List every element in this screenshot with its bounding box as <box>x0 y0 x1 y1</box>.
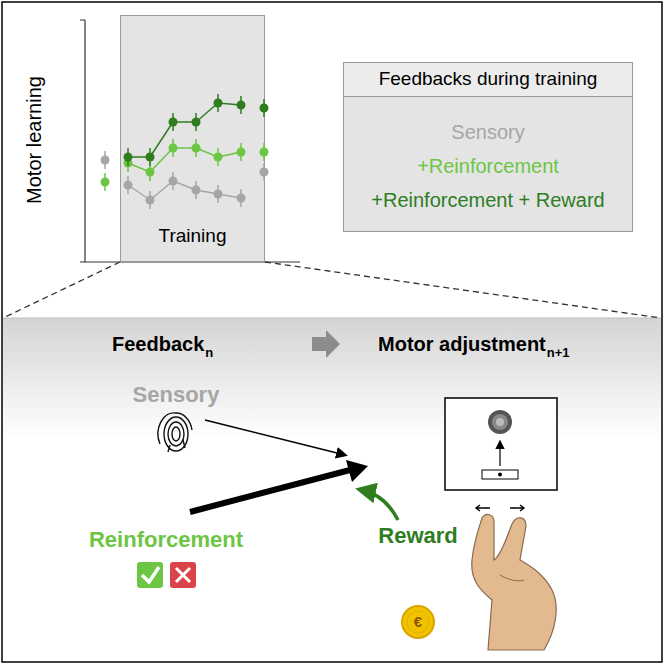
panel-heading: Feedback <box>112 333 204 355</box>
legend-entry: +Reinforcement + Reward <box>371 189 604 211</box>
training-box: Training <box>120 15 265 262</box>
legend-entry: +Reinforcement <box>417 155 559 177</box>
subscript: n+1 <box>547 346 570 360</box>
axis-title: Motor learning <box>23 76 45 204</box>
feedback-type: Reward <box>378 524 457 548</box>
coin-symbol: € <box>414 614 422 631</box>
panel-heading: Motor adjustment <box>378 333 546 355</box>
subscript: n <box>205 346 213 360</box>
panel-label: Training <box>159 226 227 247</box>
feedback-type: Sensory <box>133 383 220 407</box>
feedback-type: Reinforcement <box>89 528 243 552</box>
legend-box: Feedbacks during trainingSensory +Reinfor… <box>343 62 633 232</box>
legend-heading: Feedbacks during training <box>343 62 633 97</box>
legend-entry: Sensory <box>451 121 524 143</box>
